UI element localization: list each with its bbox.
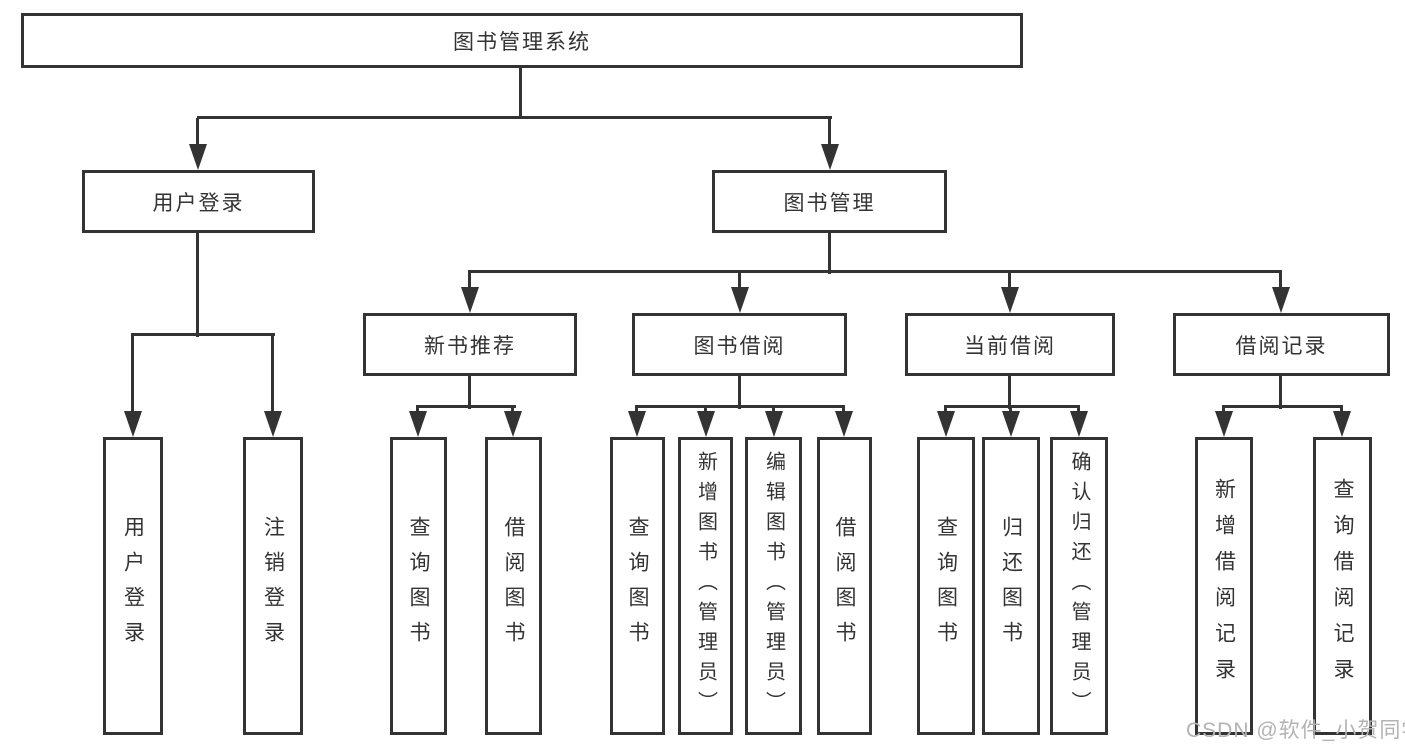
connector-line	[842, 405, 845, 413]
connector-line	[738, 272, 741, 289]
connector-line	[1008, 272, 1011, 289]
connector-line	[1222, 405, 1343, 408]
connector-line	[468, 272, 471, 289]
connector-line	[416, 405, 419, 413]
connector-line	[828, 233, 831, 274]
connector-line	[1222, 405, 1225, 413]
connector-line	[196, 233, 199, 337]
connector-line	[738, 376, 741, 409]
node-label: 查询借阅记录	[1331, 478, 1354, 694]
arrow-down-icon	[1070, 411, 1088, 437]
arrow-down-icon	[409, 411, 427, 437]
node-label: 用户登录	[121, 516, 145, 656]
node-label: 新书推荐	[424, 334, 516, 358]
node-label: 图书管理系统	[453, 30, 591, 54]
leaf-query-books-current: 查询图书	[917, 437, 975, 735]
arrow-down-icon	[1333, 411, 1351, 437]
connector-line	[828, 118, 831, 146]
arrow-down-icon	[765, 411, 783, 437]
node-borrowing-records: 借阅记录	[1173, 313, 1390, 376]
arrow-down-icon	[1215, 411, 1233, 437]
node-user-login: 用户登录	[82, 170, 315, 233]
arrow-down-icon	[1001, 287, 1019, 313]
connector-line	[468, 270, 1282, 273]
leaf-return-books: 归还图书	[982, 437, 1040, 735]
leaf-edit-books-admin: 编辑图书（管理员）	[745, 437, 802, 735]
node-label: 借阅图书	[502, 516, 525, 656]
arrow-down-icon	[1272, 287, 1290, 313]
connector-line	[468, 376, 471, 409]
node-label: 确认归还（管理员）	[1068, 451, 1090, 721]
arrow-down-icon	[124, 411, 142, 437]
node-current-borrowing: 当前借阅	[905, 313, 1115, 376]
connector-line	[1279, 272, 1282, 289]
node-label: 查询图书	[934, 516, 958, 656]
node-label: 借阅图书	[833, 516, 856, 656]
connector-line	[704, 405, 707, 413]
connector-line	[1279, 376, 1282, 409]
connector-line	[271, 335, 274, 413]
arrow-down-icon	[835, 411, 853, 437]
node-library-system: 图书管理系统	[21, 13, 1023, 68]
node-label: 查询图书	[626, 516, 649, 656]
node-label: 当前借阅	[964, 334, 1056, 358]
arrow-down-icon	[821, 144, 839, 170]
leaf-user-login: 用户登录	[103, 437, 163, 735]
connector-line	[416, 405, 516, 408]
node-label: 注销登录	[261, 516, 285, 656]
connector-line	[1008, 376, 1011, 409]
leaf-borrow-books-borrowing: 借阅图书	[817, 437, 872, 735]
leaf-query-books-recommend: 查询图书	[390, 437, 447, 735]
arrow-down-icon	[504, 411, 522, 437]
node-label: 用户登录	[152, 191, 245, 215]
node-label: 归还图书	[999, 516, 1023, 656]
connector-line	[511, 405, 514, 413]
leaf-add-books-admin: 新增图书（管理员）	[678, 437, 733, 735]
node-label: 图书管理	[783, 191, 876, 215]
arrow-down-icon	[264, 411, 282, 437]
arrow-down-icon	[628, 411, 646, 437]
connector-line	[131, 335, 134, 413]
leaf-borrow-books-recommend: 借阅图书	[485, 437, 542, 735]
node-label: 图书借阅	[693, 334, 786, 358]
node-label: 查询图书	[407, 516, 430, 656]
arrow-down-icon	[189, 144, 207, 170]
connector-line	[772, 405, 775, 413]
arrow-down-icon	[731, 287, 749, 313]
node-label: 编辑图书（管理员）	[762, 451, 785, 721]
node-label: 新增借阅记录	[1212, 478, 1236, 694]
connector-line	[196, 118, 199, 146]
node-label: 借阅记录	[1235, 334, 1328, 358]
arrow-down-icon	[1002, 411, 1020, 437]
leaf-query-books-borrowing: 查询图书	[610, 437, 665, 735]
leaf-confirm-return-admin: 确认归还（管理员）	[1050, 437, 1108, 735]
arrow-down-icon	[697, 411, 715, 437]
connector-line	[1340, 405, 1343, 413]
connector-line	[197, 116, 832, 119]
node-new-book-recommend: 新书推荐	[363, 313, 577, 376]
watermark: CSDN @软件_小贺同学	[1186, 719, 1405, 742]
connector-line	[131, 333, 275, 336]
connector-line	[635, 405, 638, 413]
leaf-query-borrow-record: 查询借阅记录	[1313, 437, 1372, 735]
leaf-logout: 注销登录	[243, 437, 303, 735]
leaf-add-borrow-record: 新增借阅记录	[1195, 437, 1253, 735]
connector-line	[635, 405, 845, 408]
connector-line	[944, 405, 947, 413]
node-book-management: 图书管理	[712, 170, 947, 233]
node-label: 新增图书（管理员）	[694, 451, 717, 721]
connector-line	[1009, 405, 1012, 413]
arrow-down-icon	[937, 411, 955, 437]
connector-line	[1077, 405, 1080, 413]
node-book-borrowing: 图书借阅	[632, 313, 847, 376]
connector-line	[519, 68, 522, 118]
arrow-down-icon	[461, 287, 479, 313]
connector-line	[944, 405, 1080, 408]
